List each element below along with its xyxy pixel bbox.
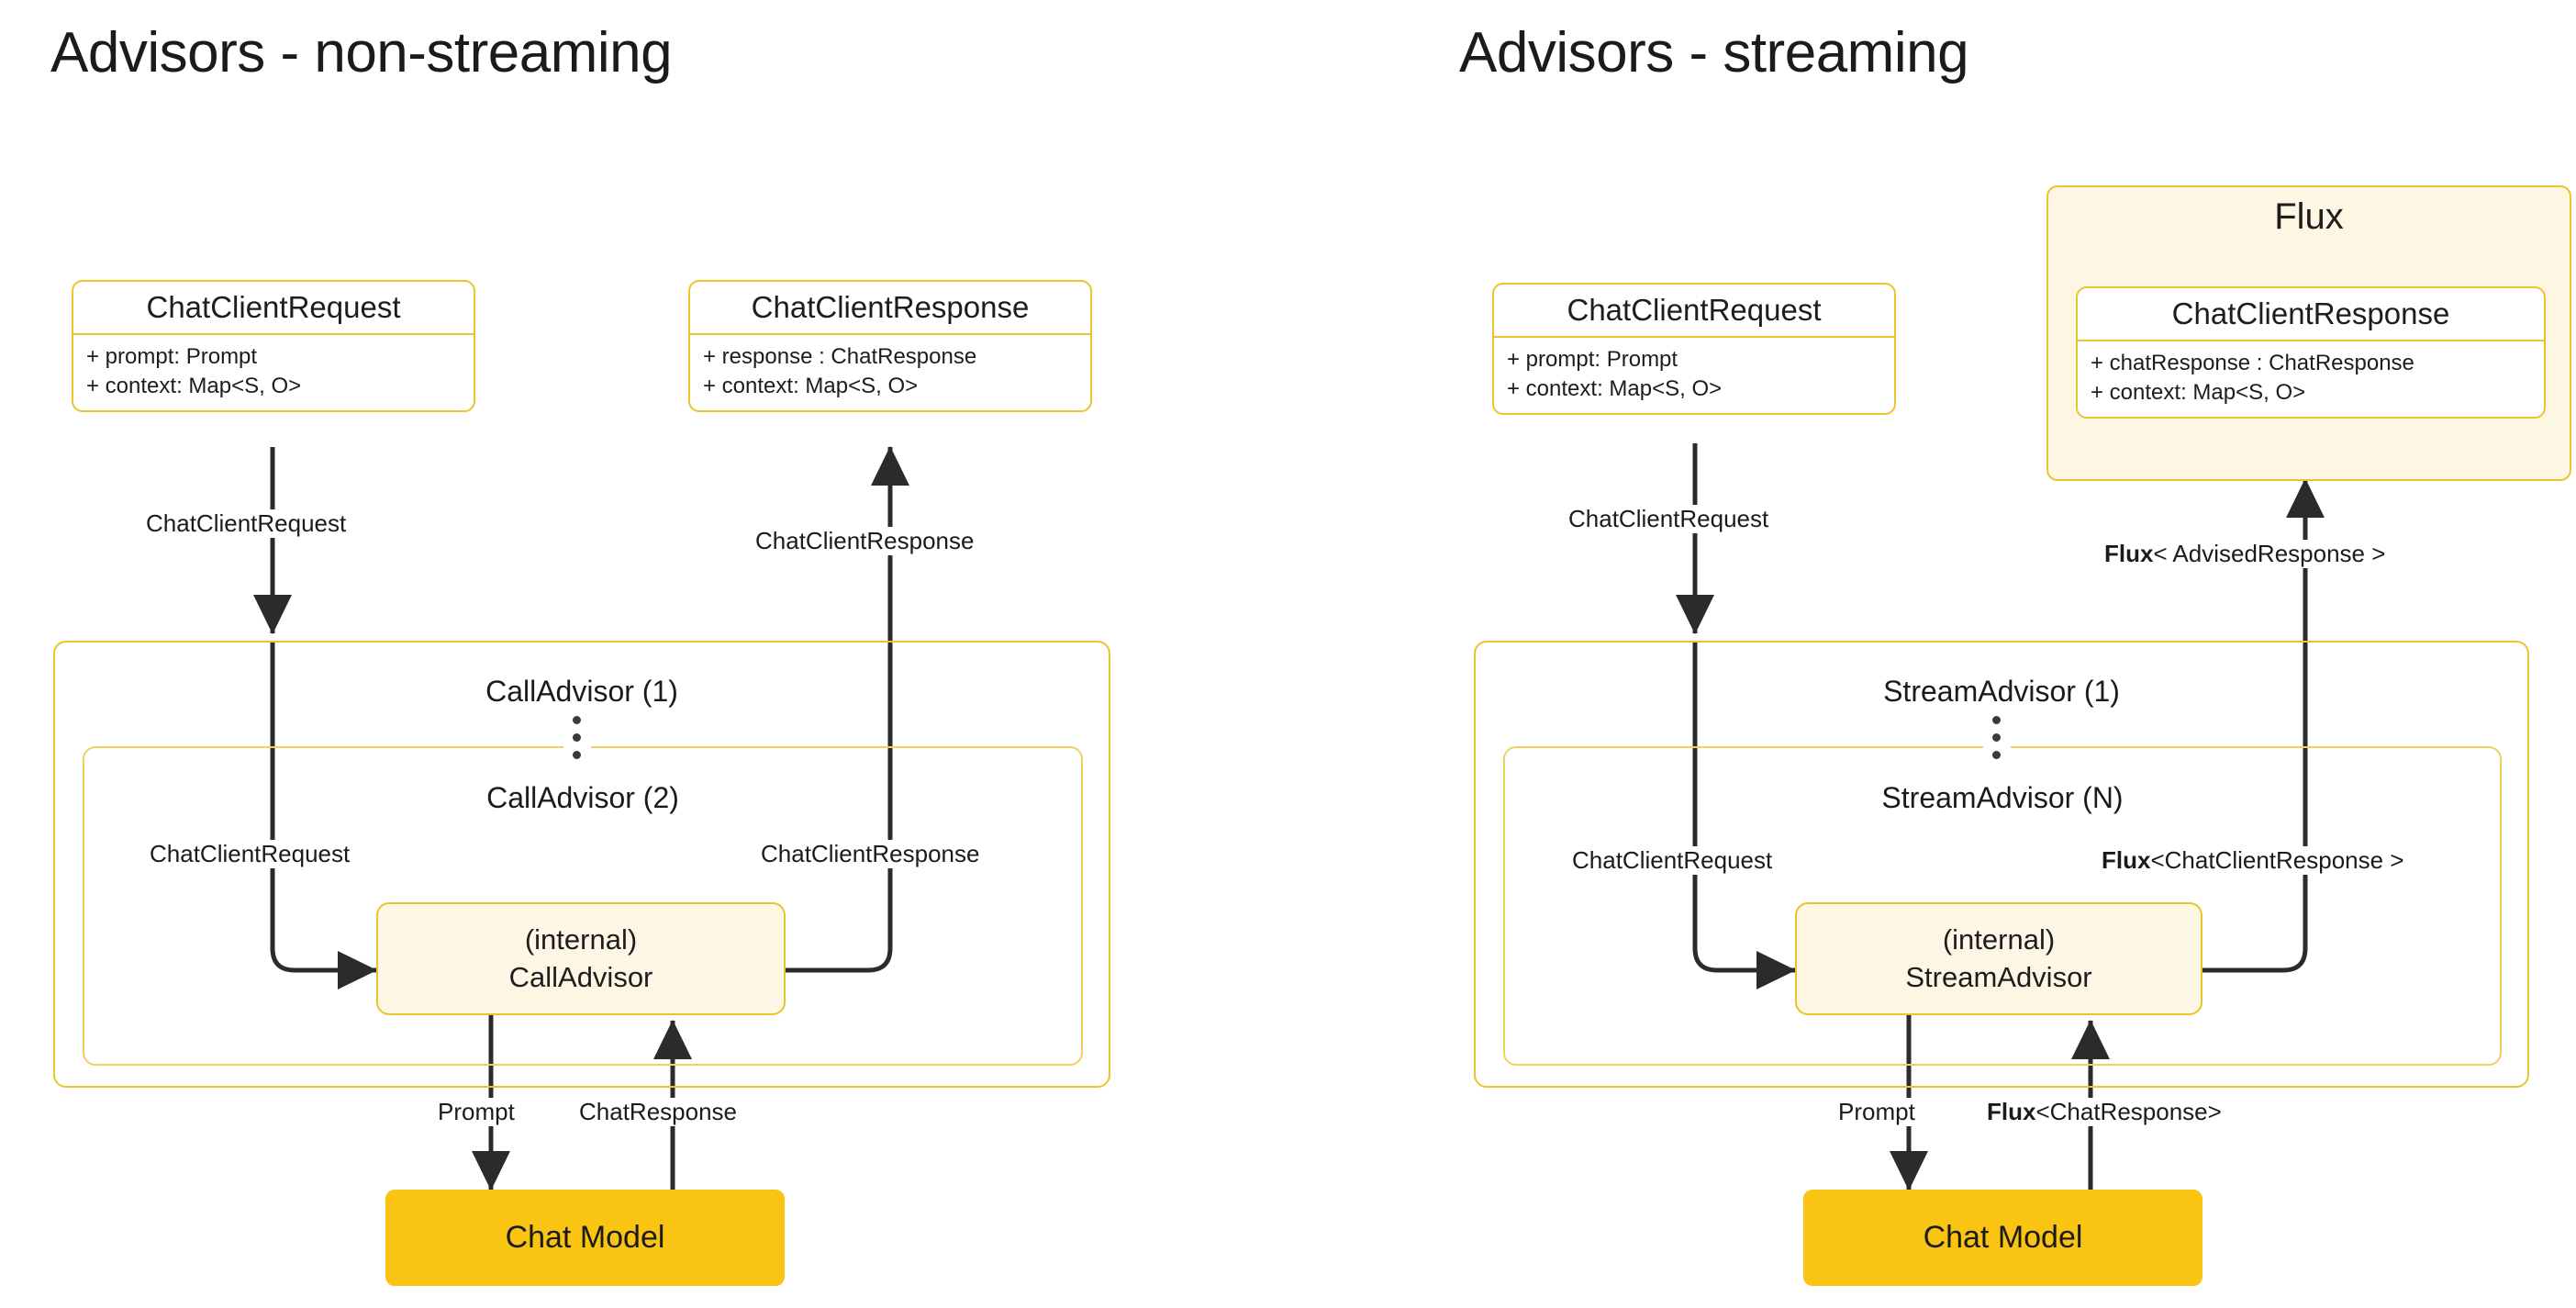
edge-label-model-request: Prompt: [1835, 1098, 1918, 1126]
ellipsis-vertical-icon: [1990, 716, 2002, 759]
chat-client-response-title: ChatClientResponse: [690, 282, 1090, 335]
flux-label: Flux: [2274, 196, 2344, 237]
edge-label-response-top-text: < AdvisedResponse >: [2153, 540, 2386, 567]
chat-client-response-attrs: + chatResponse : ChatResponse + context:…: [2078, 341, 2544, 417]
edge-label-request-top: ChatClientRequest: [143, 509, 350, 538]
advisor-inner-label: CallAdvisor (2): [486, 781, 679, 814]
chat-client-request-title: ChatClientRequest: [73, 282, 474, 335]
edge-label-response-inner-text: <ChatClientResponse >: [2150, 846, 2404, 874]
advisor-outer-container: [53, 641, 1110, 1088]
chat-client-request-attrs: + prompt: Prompt + context: Map<S, O>: [73, 335, 474, 410]
edge-label-model-request: Prompt: [435, 1098, 518, 1126]
edge-label-response-inner-prefix: Flux: [2102, 846, 2151, 874]
attr-prompt: + prompt: Prompt: [86, 344, 258, 369]
page-title-right: Advisors - streaming: [1459, 21, 1969, 84]
ellipsis-vertical-icon: [570, 716, 583, 759]
chat-client-response-title: ChatClientResponse: [2078, 288, 2544, 341]
internal-advisor-node: (internal) CallAdvisor: [376, 902, 786, 1015]
chat-client-response-box: ChatClientResponse + response : ChatResp…: [688, 280, 1092, 412]
edge-label-request-top: ChatClientRequest: [1566, 505, 1772, 533]
advisor-outer-label: CallAdvisor (1): [485, 675, 678, 708]
edge-label-model-response: ChatResponse: [576, 1098, 740, 1126]
attr-prompt: + prompt: Prompt: [1507, 347, 1678, 372]
chat-client-response-attrs: + response : ChatResponse + context: Map…: [690, 335, 1090, 410]
chat-client-request-attrs: + prompt: Prompt + context: Map<S, O>: [1494, 338, 1894, 413]
edge-label-model-response: Flux<ChatResponse>: [1984, 1098, 2225, 1126]
edge-label-model-response-prefix: Flux: [1987, 1098, 2036, 1125]
internal-node-line1: (internal): [524, 922, 638, 956]
dots-gap-mask: [1983, 740, 2011, 755]
attr-context: + context: Map<S, O>: [703, 373, 919, 398]
edge-label-request-inner: ChatClientRequest: [1569, 846, 1776, 875]
edge-label-response-top: ChatClientResponse: [753, 527, 977, 555]
chat-client-response-box: ChatClientResponse + chatResponse : Chat…: [2076, 286, 2546, 419]
edge-label-model-response-text: <ChatResponse>: [2035, 1098, 2222, 1125]
edge-label-response-top-prefix: Flux: [2104, 540, 2154, 567]
advisor-outer-container: [1474, 641, 2529, 1088]
edge-label-response-inner: Flux<ChatClientResponse >: [2099, 846, 2407, 875]
attr-chat-response: + chatResponse : ChatResponse: [2091, 351, 2414, 375]
internal-node-line1: (internal): [1942, 922, 2056, 956]
flux-wrapper-box: Flux ChatClientResponse + chatResponse :…: [2046, 185, 2571, 481]
panel-non-streaming: Advisors - non-streaming ChatClientReque…: [50, 21, 1110, 1286]
attr-context: + context: Map<S, O>: [2091, 379, 2306, 405]
attr-context: + context: Map<S, O>: [1507, 375, 1723, 401]
advisor-inner-label: StreamAdvisor (N): [1881, 781, 2124, 814]
advisor-outer-label: StreamAdvisor (1): [1883, 675, 2120, 708]
chat-model-box: Chat Model: [385, 1190, 785, 1286]
page-title-left: Advisors - non-streaming: [50, 21, 673, 84]
edge-label-response-inner: ChatClientResponse: [758, 840, 983, 868]
internal-node-line2: StreamAdvisor: [1905, 960, 2092, 993]
edge-label-response-top: Flux< AdvisedResponse >: [2102, 540, 2389, 568]
internal-node-line2: CallAdvisor: [508, 960, 653, 993]
edge-label-request-inner: ChatClientRequest: [147, 840, 353, 868]
panel-streaming: Advisors - streaming ChatClientRequest +…: [1432, 0, 2576, 1308]
chat-model-label: Chat Model: [505, 1220, 665, 1255]
chat-model-box: Chat Model: [1803, 1190, 2202, 1286]
attr-response: + response : ChatResponse: [703, 344, 977, 369]
chat-model-label: Chat Model: [1923, 1220, 2083, 1255]
chat-client-request-title: ChatClientRequest: [1494, 285, 1894, 338]
internal-advisor-node: (internal) StreamAdvisor: [1795, 902, 2202, 1015]
chat-client-request-box: ChatClientRequest + prompt: Prompt + con…: [1492, 283, 1896, 415]
dots-gap-mask: [563, 740, 591, 755]
chat-client-request-box: ChatClientRequest + prompt: Prompt + con…: [72, 280, 475, 412]
attr-context: + context: Map<S, O>: [86, 373, 302, 398]
